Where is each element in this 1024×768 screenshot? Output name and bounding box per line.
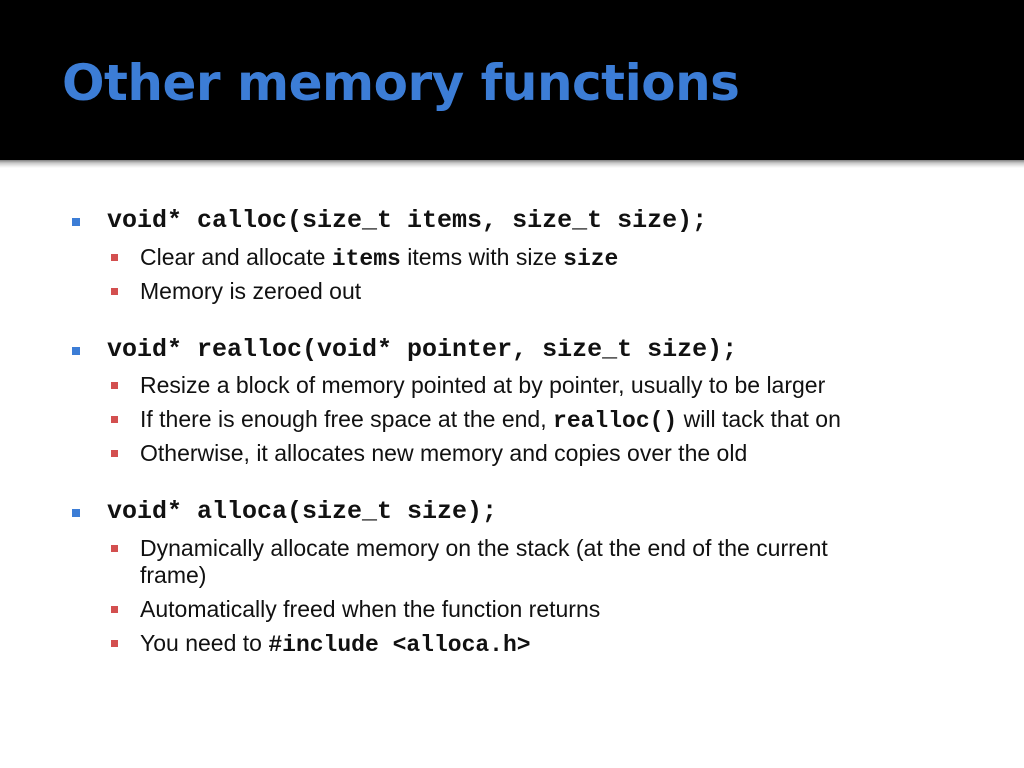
realloc-point-free-space: If there is enough free space at the end… [140,406,841,434]
calloc-point-zeroed: Memory is zeroed out [140,278,361,305]
title-bar: Other memory functions [0,0,1024,160]
inline-code: size [563,246,619,272]
text-run: Memory is zeroed out [140,278,362,304]
inline-code: #include <alloca.h> [268,632,531,658]
realloc-point-resize: Resize a block of memory pointed at by p… [140,372,825,399]
level2-bullet-icon [111,640,118,647]
level2-bullet-icon [111,288,118,295]
text-run: items with size [400,244,564,270]
inline-code: items [331,246,401,272]
function-signature-realloc: void* realloc(void* pointer, size_t size… [107,335,738,364]
function-signature-calloc: void* calloc(size_t items, size_t size); [107,206,708,235]
slide-title: Other memory functions [62,54,740,112]
text-run: Resize a block of memory pointed at by p… [140,372,826,398]
title-divider [0,160,1024,168]
level2-bullet-icon [111,416,118,423]
level1-bullet-icon [72,347,80,355]
alloca-point-stack-continued: frame) [140,562,206,589]
level2-bullet-icon [111,450,118,457]
calloc-point-clear: Clear and allocate items items with size… [140,244,618,272]
text-run: Automatically freed when the function re… [140,596,601,622]
level1-bullet-icon [72,218,80,226]
text-run: Otherwise, it allocates new memory and c… [140,440,748,466]
realloc-point-otherwise: Otherwise, it allocates new memory and c… [140,440,747,467]
level2-bullet-icon [111,254,118,261]
text-run: You need to [140,630,269,656]
alloca-point-freed: Automatically freed when the function re… [140,596,600,623]
text-run: Clear and allocate [140,244,332,270]
text-run: If there is enough free space at the end… [140,406,554,432]
level1-bullet-icon [72,509,80,517]
text-run: frame) [140,562,207,588]
inline-code: realloc() [553,408,678,434]
level2-bullet-icon [111,382,118,389]
function-signature-alloca: void* alloca(size_t size); [107,497,498,526]
level2-bullet-icon [111,545,118,552]
level2-bullet-icon [111,606,118,613]
text-run: will tack that on [677,406,841,432]
text-run: Dynamically allocate memory on the stack… [140,535,828,561]
alloca-point-stack: Dynamically allocate memory on the stack… [140,535,828,562]
alloca-point-include: You need to #include <alloca.h> [140,630,531,658]
